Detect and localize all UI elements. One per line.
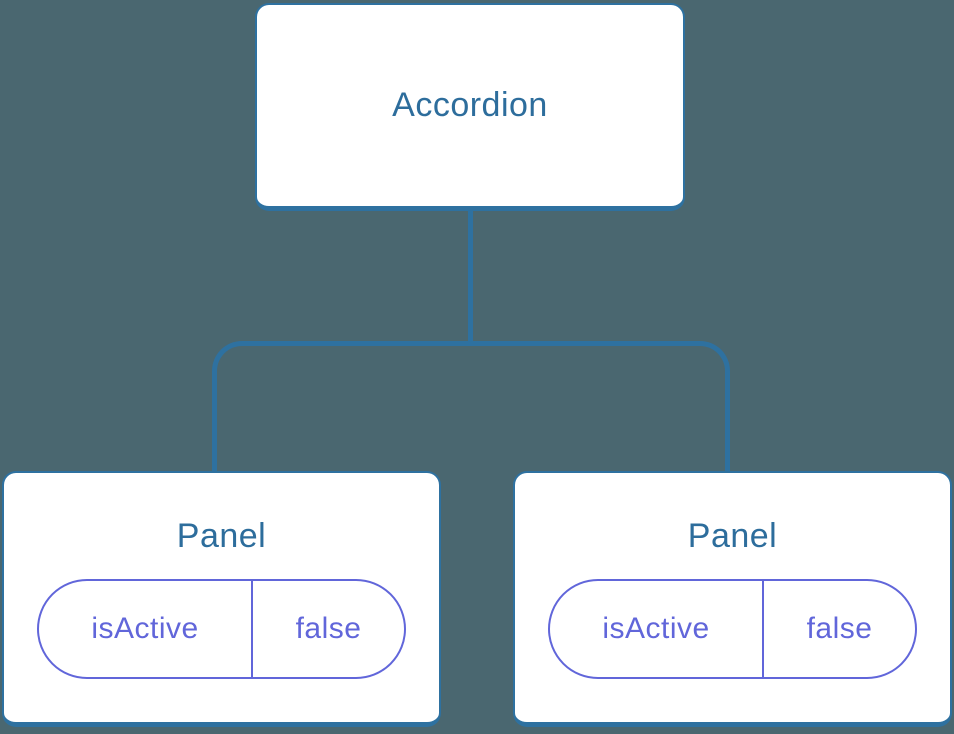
state-pill: isActive false	[37, 578, 406, 679]
state-value: false	[806, 611, 873, 645]
panel-node-label: Panel	[176, 517, 267, 556]
panel-node-left: Panel isActive false	[2, 471, 441, 727]
accordion-node-label: Accordion	[392, 86, 548, 125]
state-key: isActive	[39, 580, 253, 677]
panel-node-label: Panel	[687, 517, 778, 556]
accordion-node: Accordion	[255, 3, 685, 211]
state-key: isActive	[550, 580, 764, 677]
connector-stem	[468, 210, 473, 343]
state-pill: isActive false	[548, 578, 917, 679]
panel-node-right: Panel isActive false	[513, 471, 952, 727]
connector-branch	[212, 341, 730, 471]
state-value: false	[295, 611, 362, 645]
